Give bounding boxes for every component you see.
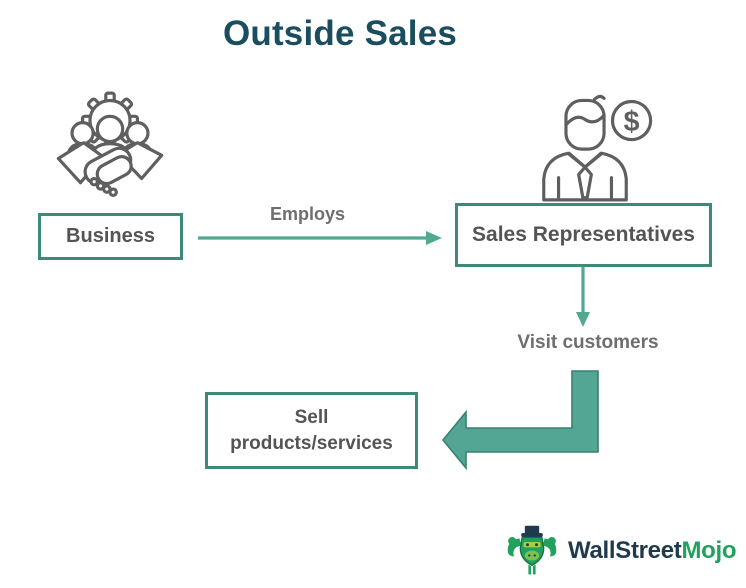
visit-arrow bbox=[576, 267, 590, 327]
sell-elbow-arrow bbox=[441, 370, 599, 471]
sell-label-line2: products/services bbox=[230, 432, 393, 454]
logo-text-mojo: Mojo bbox=[681, 537, 737, 564]
employs-label: Employs bbox=[269, 204, 346, 224]
sell-node: Sell products/services bbox=[205, 392, 418, 469]
logo-text: WallStreetMojo bbox=[568, 537, 737, 565]
sales-representatives-label: Sales Representatives bbox=[472, 223, 695, 246]
sales-representatives-node: Sales Representatives bbox=[455, 203, 712, 267]
dollar-symbol: $ bbox=[624, 106, 640, 138]
visit-customers-label: Visit customers bbox=[517, 332, 659, 353]
employs-arrow bbox=[198, 231, 442, 245]
dollar-coin-icon: $ bbox=[610, 99, 653, 142]
person-icon bbox=[542, 94, 628, 202]
logo-text-wallstreet: WallStreet bbox=[568, 537, 682, 564]
bull-icon bbox=[507, 525, 557, 575]
business-node: Business bbox=[38, 213, 183, 260]
handshake-icon bbox=[56, 141, 164, 197]
diagram-title: Outside Sales bbox=[222, 14, 458, 53]
sell-label-line1: Sell bbox=[294, 406, 329, 428]
business-handshake-icon bbox=[56, 91, 164, 197]
salesperson-icon: $ bbox=[542, 94, 653, 202]
wallstreetmojo-logo: WallStreetMojo bbox=[505, 524, 737, 578]
business-label: Business bbox=[66, 225, 155, 247]
